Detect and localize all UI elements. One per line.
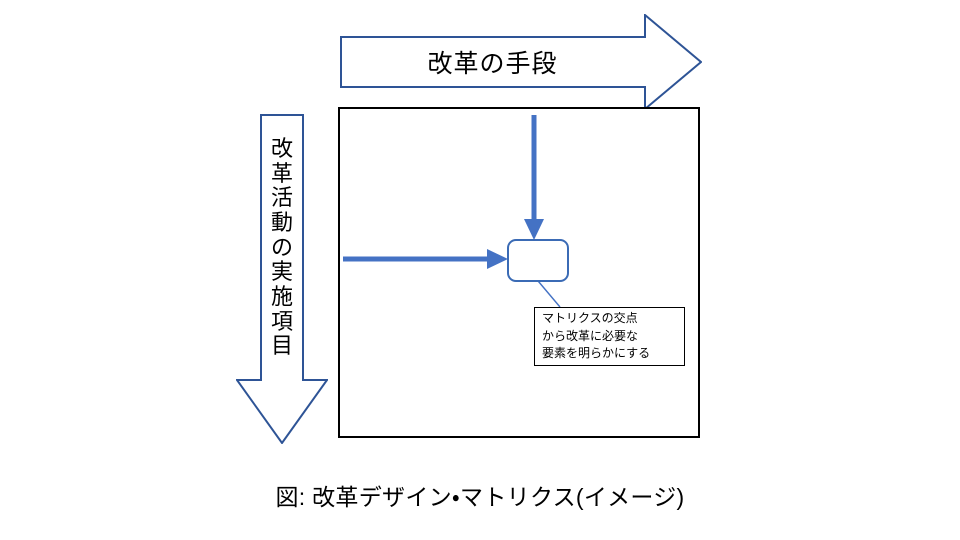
side-axis-label: 改 革 活 動 の 実 施 項 目 [236,114,328,382]
side-axis-char: 目 [270,333,293,359]
side-axis-char: 項 [270,308,293,334]
top-axis-block-arrow: 改革の手段 [340,14,702,110]
side-axis-char: の [270,234,293,260]
callout-line: から改革に必要な [542,328,639,343]
side-axis-char: 施 [270,283,293,309]
side-axis-block-arrow: 改 革 活 動 の 実 施 項 目 [236,114,328,444]
side-axis-char: 実 [270,259,293,285]
top-axis-label: 改革の手段 [427,50,558,78]
callout-line: 要素を明らかにする [542,346,651,361]
callout-line: マトリクスの交点 [542,310,638,325]
side-axis-arrow-shape [236,114,328,444]
side-axis-char: 改 [270,136,293,162]
top-axis-arrow-shape [340,14,702,110]
side-axis-char: 活 [270,185,293,211]
figure-caption: 図: 改革デザイン・マトリクス(イメージ) [275,484,685,510]
side-axis-char: 動 [270,210,293,236]
side-axis-char: 革 [270,160,293,186]
callout-box: マトリクスの交点 から改革に必要な 要素を明らかにする [534,307,685,366]
intersection-node [507,239,569,282]
